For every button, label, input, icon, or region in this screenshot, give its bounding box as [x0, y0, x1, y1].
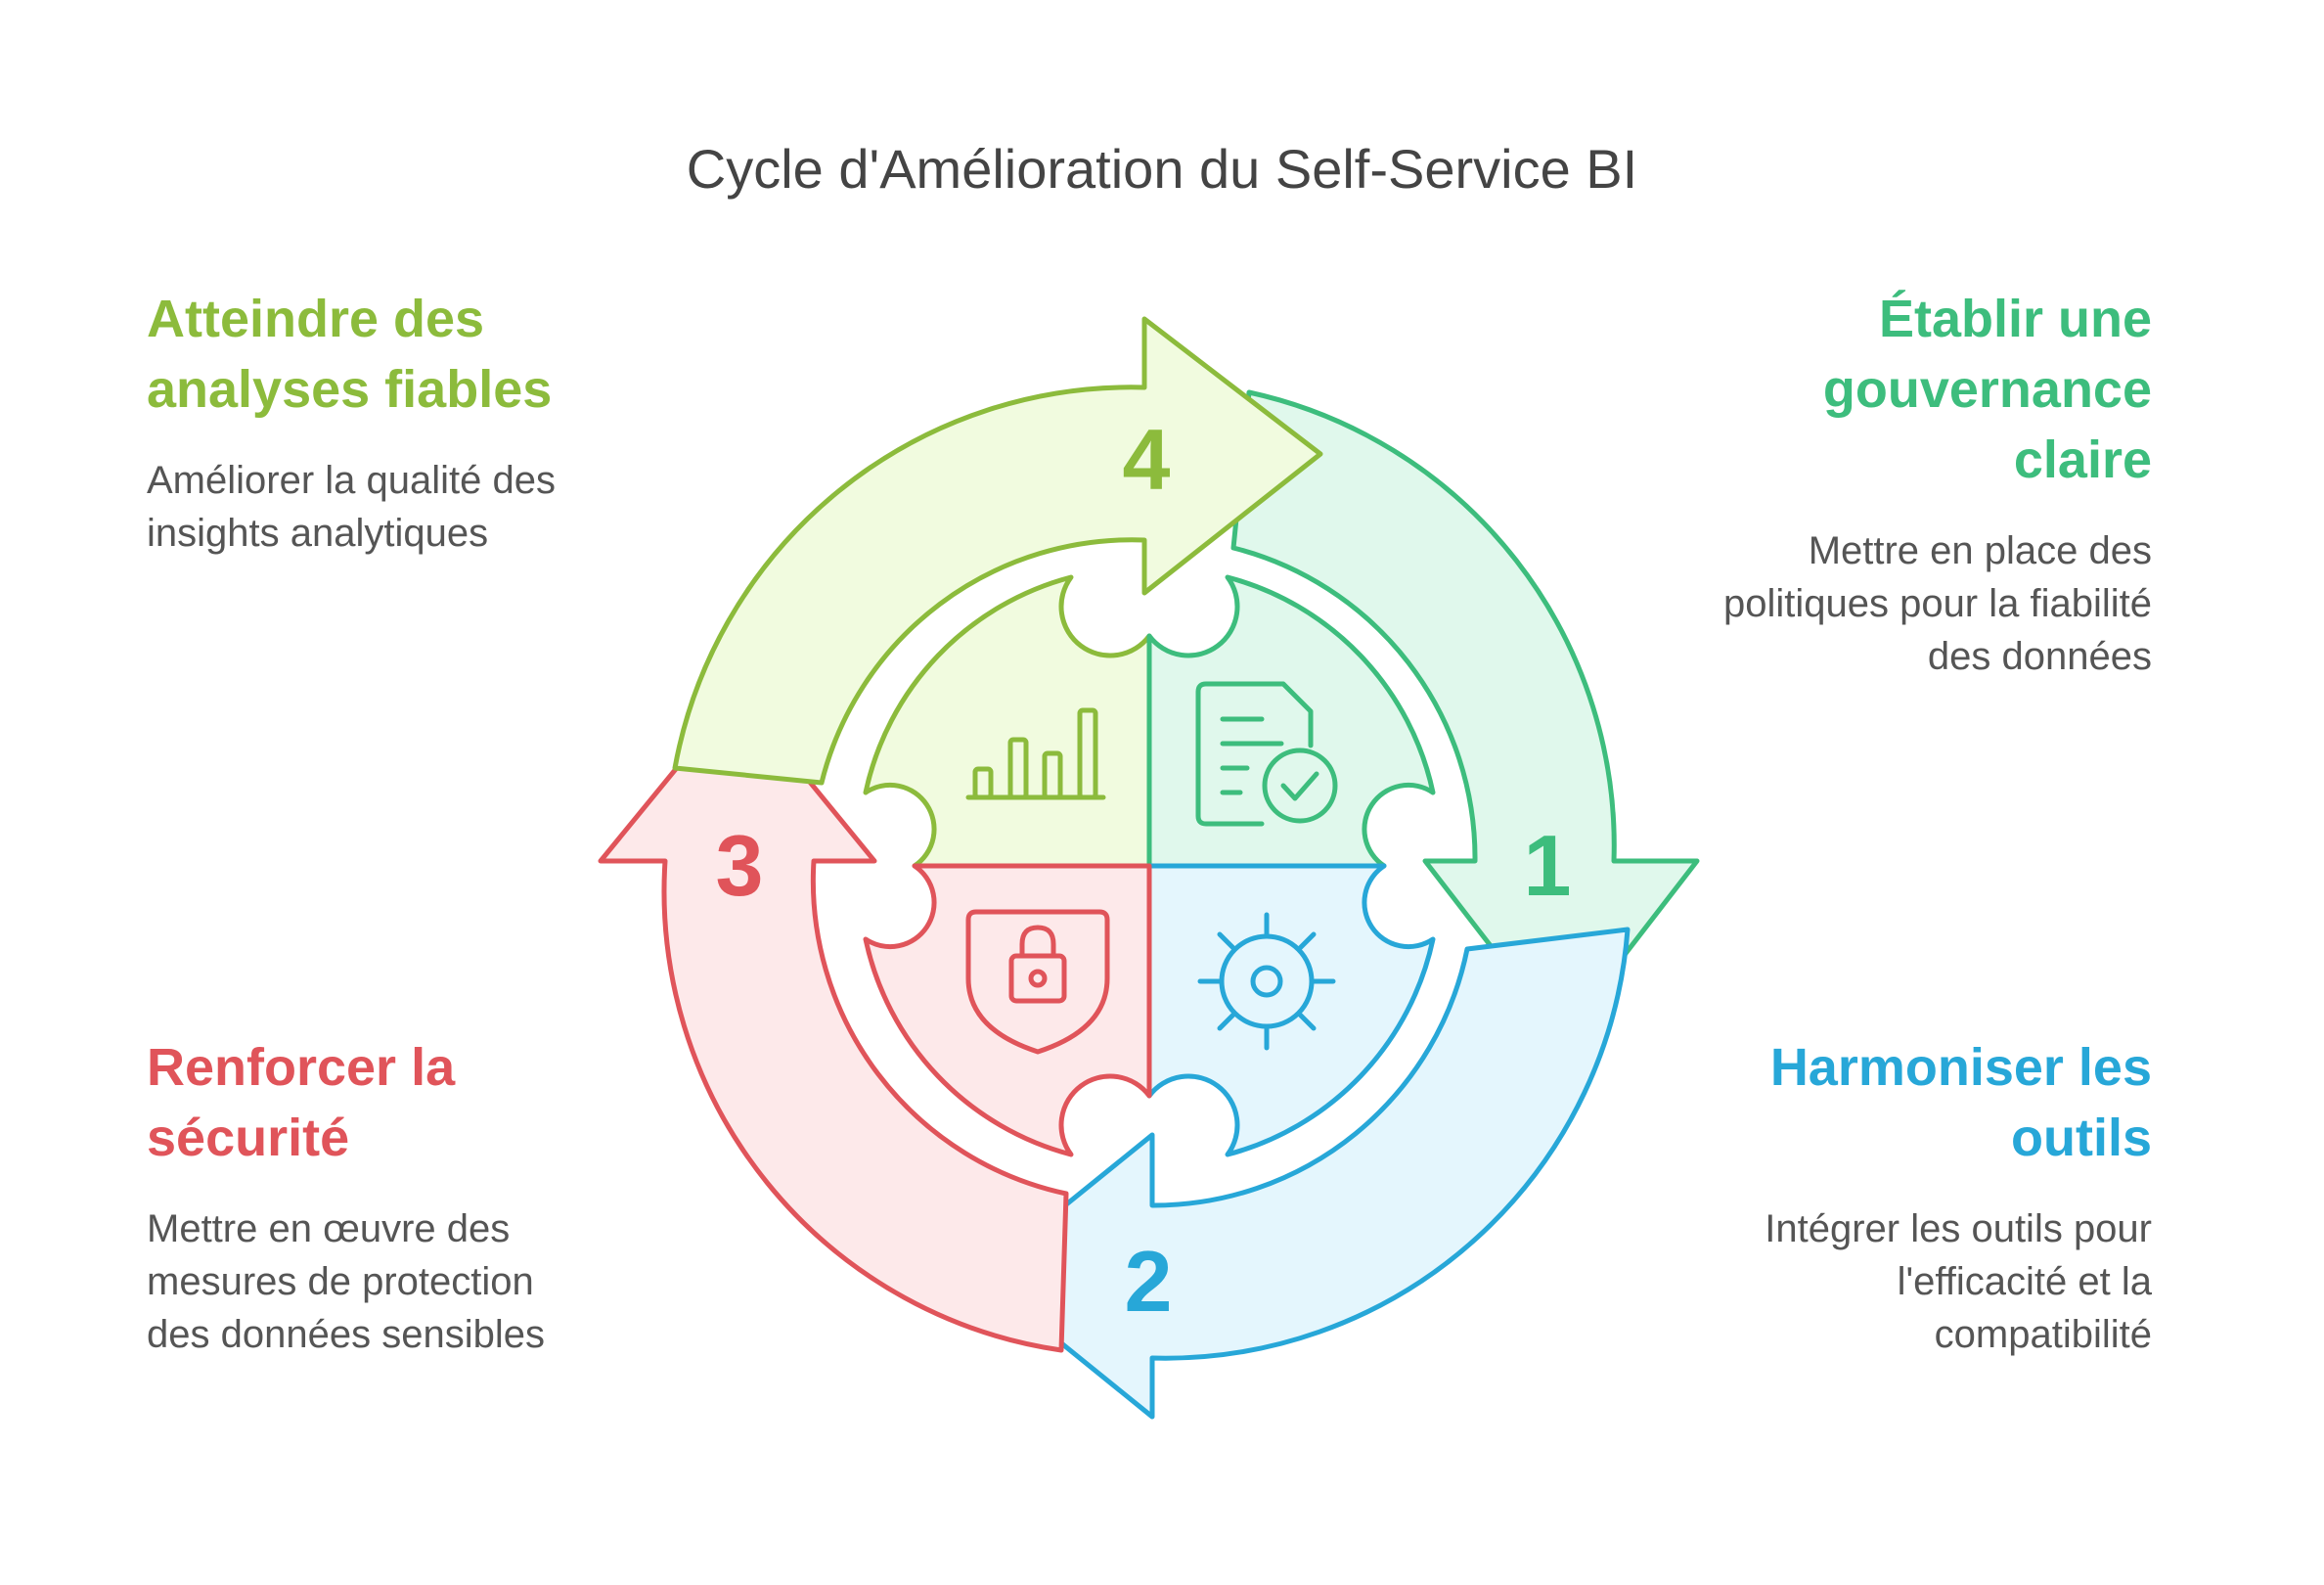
- step-2-description: Intégrer les outils pour l'efficacité et…: [1765, 1207, 2152, 1356]
- gear-icon: [1197, 912, 1336, 1051]
- step-number-1: 1: [1524, 817, 1572, 914]
- step-4-description: Améliorer la qualité des insights analyt…: [147, 459, 556, 555]
- step-2-heading: Harmoniser les outils: [1769, 1038, 2152, 1167]
- step-number-4: 4: [1123, 411, 1171, 508]
- step-number-3: 3: [716, 817, 764, 914]
- step-3-description: Mettre en œuvre des mesures de protectio…: [147, 1207, 545, 1356]
- bar-chart-icon: [965, 707, 1106, 800]
- step-1-heading: Établir une gouvernance claire: [1822, 290, 2152, 489]
- step-4-heading: Atteindre des analyses fiables: [147, 290, 553, 419]
- document-check-icon: [1195, 681, 1338, 827]
- shield-lock-icon: [965, 909, 1110, 1055]
- step-1-description: Mettre en place des politiques pour la f…: [1722, 529, 2152, 678]
- step-1-text: Établir une gouvernance claire Mettre en…: [1692, 284, 2152, 683]
- step-3-text: Renforcer la sécurité Mettre en œuvre de…: [147, 1032, 606, 1361]
- arrow-step-3: [598, 691, 1069, 1353]
- step-3-heading: Renforcer la sécurité: [147, 1038, 456, 1167]
- arrow-step-2: [975, 927, 1631, 1420]
- step-number-2: 2: [1125, 1233, 1173, 1330]
- quadrant-step-3: [863, 863, 1152, 1157]
- page-title: Cycle d'Amélioration du Self-Service BI: [686, 138, 1638, 200]
- step-4-text: Atteindre des analyses fiables Améliorer…: [147, 284, 606, 560]
- arrow-step-1: [1230, 389, 1700, 1040]
- arrow-step-4: [672, 316, 1323, 786]
- step-2-text: Harmoniser les outils Intégrer les outil…: [1692, 1032, 2152, 1361]
- quadrant-step-1: [1146, 574, 1436, 869]
